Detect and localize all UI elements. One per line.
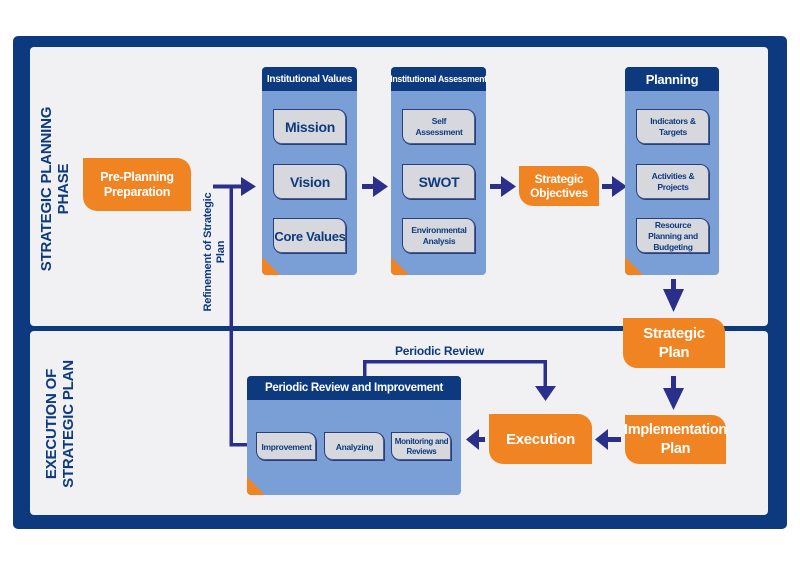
item-line-2: Targets (659, 127, 687, 137)
execution-node: Execution (489, 414, 592, 464)
core-values-item: Core Values (273, 218, 347, 254)
improvement-item: Improvement (256, 432, 317, 461)
item-line-1: Environmental (411, 225, 467, 235)
node-line-2: Plan (658, 344, 690, 361)
item-line-1: Monitoring and (394, 436, 449, 446)
card-header: Institutional Values (262, 67, 357, 91)
refinement-feedback-line-bottom (229, 443, 248, 447)
periodic-review-line-top (363, 360, 547, 364)
arrow-shaft-strategic-plan-to-implementation (671, 376, 676, 390)
monitoring-reviews-item: Monitoring and Reviews (391, 432, 452, 461)
mission-item: Mission (273, 109, 347, 145)
item-line-1: Self (431, 116, 447, 126)
arrow-objectives-to-planning (612, 176, 627, 197)
orange-corner-accent (625, 257, 643, 275)
self-assessment-item: Self Assessment (402, 109, 476, 145)
institutional-values-card: Institutional Values Mission Vision Core… (262, 67, 357, 275)
card-header: Planning (625, 67, 719, 91)
arrow-planning-to-strategic-plan (663, 289, 684, 312)
arrow-to-institutional-values (241, 177, 256, 196)
item-line-2: Reviews (406, 446, 437, 456)
environmental-analysis-item: Environmental Analysis (402, 218, 476, 254)
item-line-1: Analyzing (335, 441, 374, 452)
item-line-2: Analysis (422, 236, 456, 246)
institutional-assessment-card: Institutional Assessment Self Assessment… (391, 67, 486, 275)
item-line-1: SWOT (418, 174, 460, 190)
pre-planning-arrow-shaft (213, 184, 243, 189)
planning-card: Planning Indicators & Targets Activities… (625, 67, 719, 275)
node-line-1: Pre-Planning (100, 169, 174, 184)
item-line-1: Improvement (261, 441, 312, 452)
node-line-2: Plan (660, 440, 691, 457)
refinement-feedback-line-vertical (229, 186, 233, 446)
periodic-review-line-up (363, 360, 367, 377)
arrow-shaft-implementation-to-execution (606, 437, 621, 442)
card-header: Periodic Review and Improvement (247, 376, 461, 400)
node-line-1: Strategic (534, 172, 584, 186)
arrow-shaft-planning-to-strategic-plan (671, 279, 676, 291)
arrow-shaft-execution-to-review (475, 437, 485, 442)
arrow-shaft-values-to-assessment (362, 184, 375, 189)
orange-corner-accent (391, 257, 409, 275)
periodic-review-improvement-card: Periodic Review and Improvement Improvem… (247, 376, 461, 495)
orange-corner-accent (247, 477, 265, 495)
item-line-3: Budgeting (653, 241, 693, 252)
item-line-1: Resource (654, 219, 692, 230)
item-line-2: Assessment (415, 127, 463, 137)
activities-projects-item: Activities & Projects (636, 164, 710, 200)
node-line-1: Implementation (624, 421, 727, 438)
item-line-2: Projects (657, 182, 689, 192)
arrow-values-to-assessment (373, 176, 388, 197)
arrow-shaft-assessment-to-objectives (490, 184, 503, 189)
item-line-2: Planning and (648, 230, 698, 241)
item-line-1: Activities & (651, 171, 695, 181)
arrow-implementation-to-execution (595, 429, 608, 450)
analyzing-item: Analyzing (324, 432, 385, 461)
strategic-plan-node: Strategic Plan (623, 318, 725, 368)
arrow-execution-to-review (466, 429, 479, 450)
arrow-periodic-review-to-execution (535, 386, 556, 401)
node-line-2: Objectives (530, 186, 588, 200)
periodic-review-line-down (543, 360, 547, 388)
arrow-shaft-objectives-to-planning (602, 184, 614, 189)
item-line-1: Indicators & (650, 116, 696, 126)
vision-item: Vision (273, 164, 347, 200)
arrow-assessment-to-objectives (501, 176, 516, 197)
node-line-2: Preparation (103, 184, 171, 199)
periodic-review-label: Periodic Review (395, 344, 485, 358)
arrow-strategic-plan-to-implementation (663, 388, 684, 410)
node-line-1: Strategic (643, 325, 705, 342)
card-header: Institutional Assessment (391, 67, 486, 91)
indicators-targets-item: Indicators & Targets (636, 109, 710, 145)
orange-corner-accent (262, 257, 280, 275)
strategic-objectives-node: Strategic Objectives (519, 166, 599, 206)
swot-item: SWOT (402, 164, 476, 200)
resource-planning-budgeting-item: Resource Planning and Budgeting (636, 218, 710, 254)
pre-planning-preparation-node: Pre-Planning Preparation (83, 158, 191, 211)
implementation-plan-node: Implementation Plan (624, 415, 727, 464)
